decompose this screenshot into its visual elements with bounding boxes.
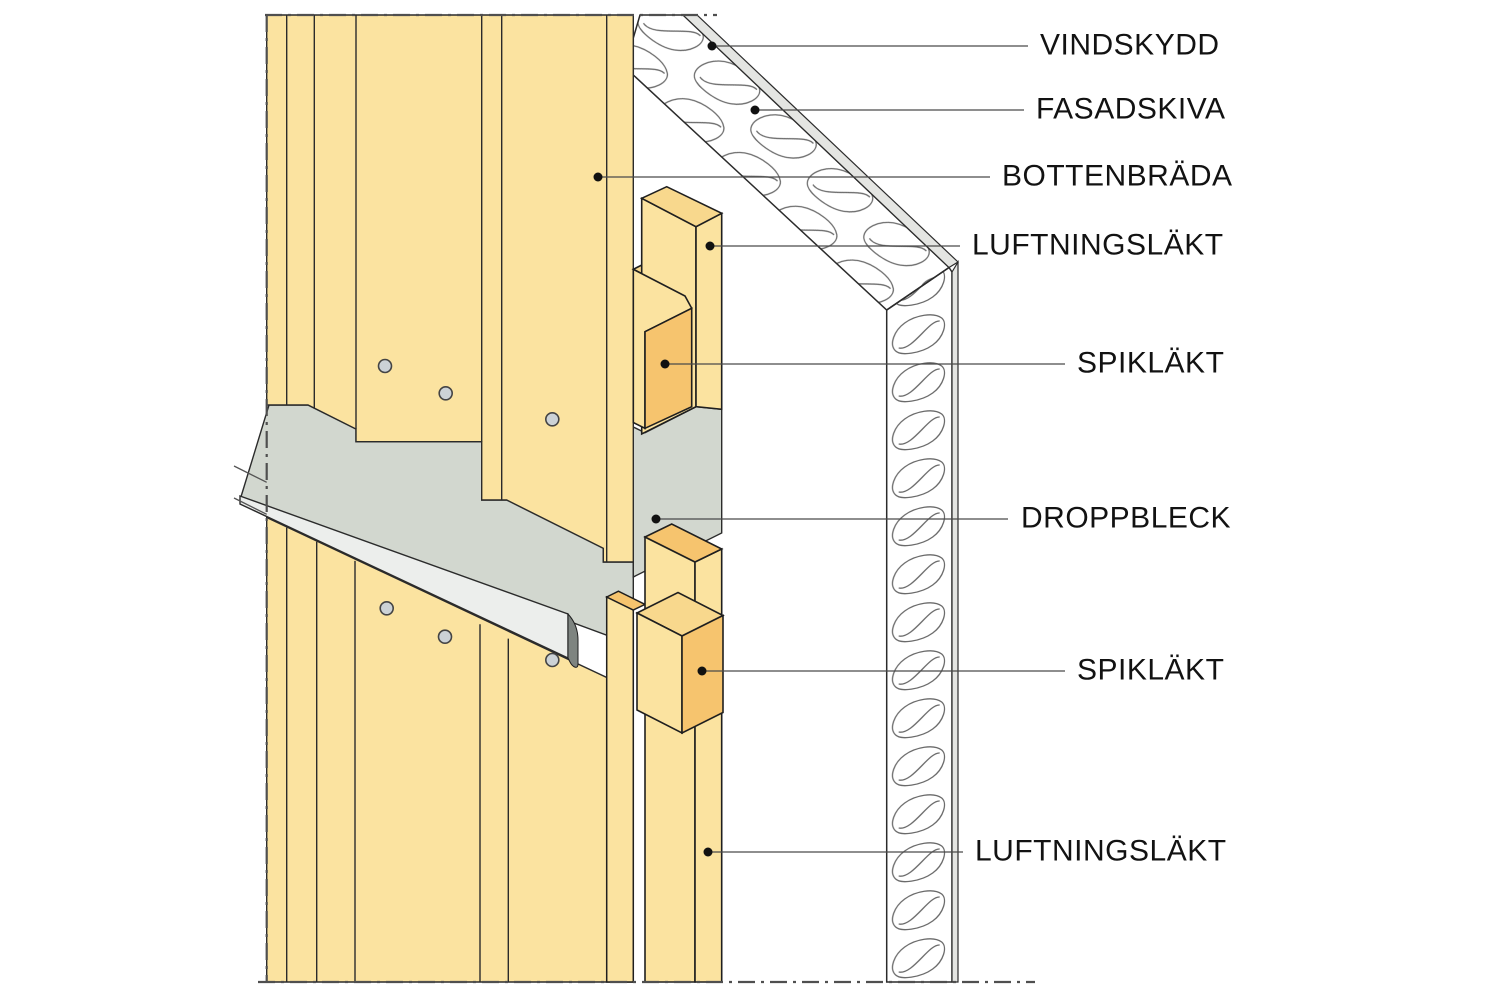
upper-spiklakt-end <box>644 307 693 430</box>
label-fasadskiva: FASADSKIVA <box>1036 92 1226 126</box>
leader-dot <box>750 105 760 115</box>
facade-board-section <box>632 14 959 983</box>
fascia-lip <box>567 612 579 668</box>
nail-icon <box>377 358 393 374</box>
nails <box>377 358 560 668</box>
nail-icon <box>437 629 453 645</box>
lower-board-joints <box>286 527 509 982</box>
upper-board-joints <box>286 15 608 562</box>
label-droppbleck: DROPPBLECK <box>1021 501 1232 535</box>
leader-dot <box>697 666 707 676</box>
lower-batten-top <box>643 523 724 563</box>
label-spiklakt-lower: SPIKLÄKT <box>1077 653 1225 687</box>
upper-nailing-batten <box>632 267 693 430</box>
leader-dot <box>593 172 603 182</box>
section-cut-lines <box>258 13 1035 984</box>
label-vindskydd: VINDSKYDD <box>1040 28 1220 62</box>
facade-board-vertical <box>885 266 953 983</box>
lower-inner-board-face <box>605 595 635 983</box>
nail-icon <box>379 600 395 616</box>
leader-dot <box>651 514 661 524</box>
nail-icon <box>544 411 560 427</box>
lower-nailing-batten <box>635 591 725 735</box>
leader-dot <box>707 41 717 51</box>
label-spiklakt-upper: SPIKLÄKT <box>1077 346 1225 380</box>
label-bottenbrada: BOTTENBRÄDA <box>1002 159 1233 193</box>
label-luftningslakt-lower: LUFTNINGSLÄKT <box>975 834 1227 868</box>
label-luftningslakt-upper: LUFTNINGSLÄKT <box>972 228 1224 262</box>
leader-dots <box>593 41 760 857</box>
leader-dot <box>660 359 670 369</box>
leader-lines <box>598 45 1065 853</box>
upper-batten-top <box>639 185 724 228</box>
upper-cladding-boards <box>266 14 634 563</box>
fascia-projection-lines <box>233 465 267 515</box>
upper-cladding <box>266 14 634 563</box>
wind-barrier-vertical <box>951 259 959 983</box>
leader-dot <box>705 241 715 251</box>
drip-flashing-fascia <box>233 465 579 668</box>
lower-ventilation-batten <box>643 523 724 983</box>
nail-icon <box>438 385 454 401</box>
nail-icon <box>544 652 560 668</box>
leader-dot <box>703 847 713 857</box>
